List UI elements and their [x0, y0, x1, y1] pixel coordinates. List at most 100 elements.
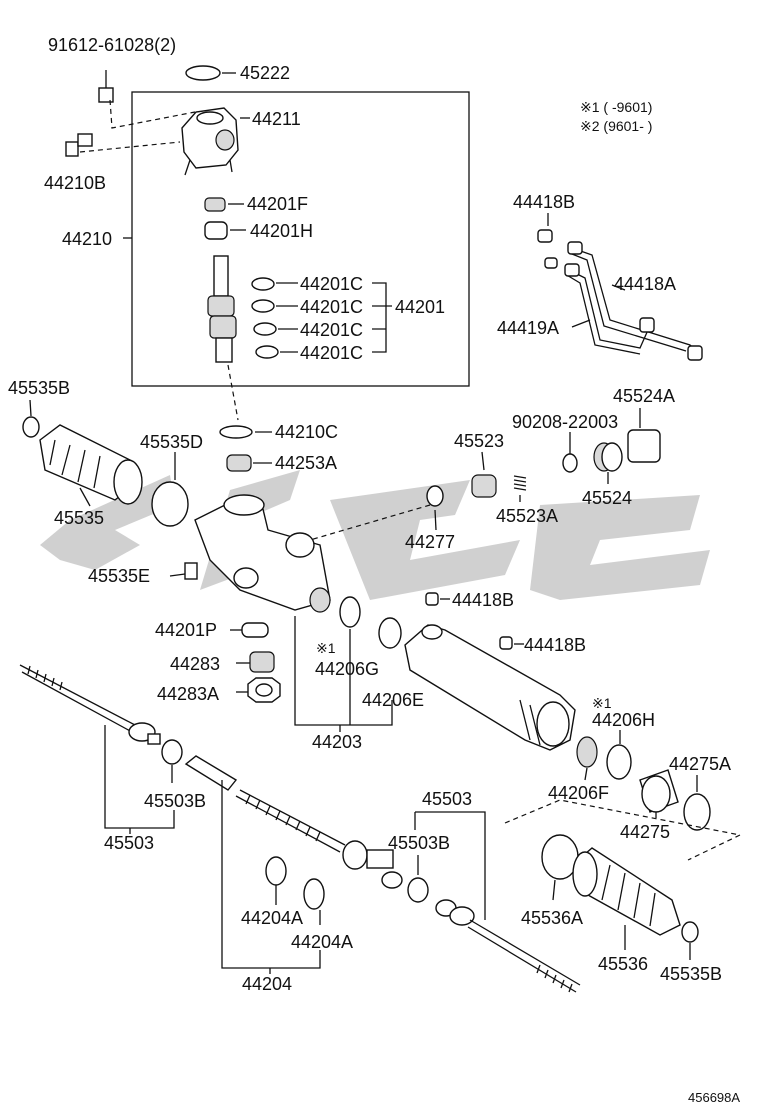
yoke-45523-part: [471, 474, 497, 498]
label-44277: 44277: [405, 532, 455, 552]
label-44275: 44275: [620, 822, 670, 842]
nut-44283A-part: [247, 677, 281, 703]
seal-44206G-part: [339, 596, 361, 628]
label-45222: 45222: [240, 63, 290, 83]
seal-44204A-1-part: [265, 856, 287, 886]
label-44283: 44283: [170, 654, 220, 674]
label-44201C-2: 44201C: [300, 297, 363, 317]
nut-45503B-right-part: [407, 877, 429, 903]
label-45535B-right: 45535B: [660, 964, 722, 984]
note-line-1: ※1 ( -9601): [580, 99, 652, 115]
label-44204A-1: 44204A: [241, 908, 303, 928]
oring-44210C-part: [219, 425, 253, 439]
boot-45535-part: [39, 424, 143, 505]
label-44203: 44203: [312, 732, 362, 752]
label-44210: 44210: [62, 229, 112, 249]
label-44206G: 44206G: [315, 659, 379, 679]
seal-44201C-parts: [251, 277, 279, 359]
label-90208: 90208-22003: [512, 412, 618, 432]
bearing-44253A-part: [226, 454, 252, 472]
label-45536A: 45536A: [521, 908, 583, 928]
tie-rod-45503-right-part: [435, 899, 581, 993]
label-44201C-4: 44201C: [300, 343, 363, 363]
label-45503B-left: 45503B: [144, 791, 206, 811]
label-45535: 45535: [54, 508, 104, 528]
seal-44206E-part: [378, 617, 402, 649]
label-44253A: 44253A: [275, 453, 337, 473]
label-45535B-left: 45535B: [8, 378, 70, 398]
fitting-44418B-low-part: [499, 636, 513, 650]
label-44206H: 44206H: [592, 710, 655, 730]
label-44201C-3: 44201C: [300, 320, 363, 340]
boot-45536-part: [572, 847, 681, 936]
rack-housing-center-part: [194, 494, 331, 613]
label-44210C: 44210C: [275, 422, 338, 442]
label-note-mark-44206H: ※1: [592, 695, 612, 711]
label-45503-right: 45503: [422, 789, 472, 809]
clamp-45535B-left-part: [22, 416, 40, 438]
label-44206F: 44206F: [548, 783, 609, 803]
label-44283A: 44283A: [157, 684, 219, 704]
label-44201P: 44201P: [155, 620, 217, 640]
bolt-44210B-part: [65, 133, 93, 157]
label-45536: 45536: [598, 954, 648, 974]
label-44206E: 44206E: [362, 690, 424, 710]
cap-45222-part: [185, 65, 221, 81]
ring-44201F-part: [204, 197, 226, 212]
nut-45503B-left-part: [161, 739, 183, 765]
label-45523: 45523: [454, 431, 504, 451]
diagram-reference-code: 456698A: [688, 1090, 740, 1105]
seal-44204A-2-part: [303, 878, 325, 910]
clamp-45535D-part: [151, 481, 189, 527]
label-45503B-right: 45503B: [388, 833, 450, 853]
label-44201C-1: 44201C: [300, 274, 363, 294]
label-44419A: 44419A: [497, 318, 559, 338]
bolt-91612-part: [98, 70, 114, 103]
label-44210B: 44210B: [44, 173, 106, 193]
ring-44275A-part: [683, 793, 711, 831]
seal-44201P-part: [241, 622, 269, 638]
label-45524: 45524: [582, 488, 632, 508]
fitting-44418B-right-part: [425, 592, 439, 606]
label-45524A: 45524A: [613, 386, 675, 406]
label-44204: 44204: [242, 974, 292, 994]
label-44201: 44201: [395, 297, 445, 317]
label-44418B-low: 44418B: [524, 635, 586, 655]
label-44204A-2: 44204A: [291, 932, 353, 952]
label-44418B-right: 44418B: [452, 590, 514, 610]
note-line-2: ※2 (9601- ): [580, 118, 652, 134]
valve-body-44211-part: [181, 107, 239, 176]
label-45503-left: 45503: [104, 833, 154, 853]
spring-45523A-part: [513, 475, 527, 491]
bushing-44283-part: [249, 651, 275, 673]
label-45523A: 45523A: [496, 506, 558, 526]
washer-90208-part: [562, 453, 578, 473]
pipe-44419A-part: [564, 241, 703, 361]
bolt-45535E-part: [184, 562, 198, 580]
bushing-44275-part: [639, 769, 679, 813]
label-44201H: 44201H: [250, 221, 313, 241]
plug-45524-part: [593, 442, 623, 472]
seal-44206F-part: [576, 736, 598, 768]
label-44418B-top: 44418B: [513, 192, 575, 212]
fitting-44418B-top-part: [537, 229, 553, 243]
cap-45524A-part: [627, 429, 661, 463]
assembly-box-44210: [131, 91, 470, 387]
label-44418A: 44418A: [614, 274, 676, 294]
fitting-44418B-mid-part: [544, 257, 558, 269]
plug-44277-part: [426, 485, 444, 507]
label-45535D: 45535D: [140, 432, 203, 452]
label-45535E: 45535E: [88, 566, 150, 586]
pinion-shaft-part: [207, 255, 237, 363]
seal-44206H-part: [606, 744, 632, 780]
tie-rod-45503-left-part: [19, 664, 161, 745]
clamp-45535B-right-part: [681, 921, 699, 943]
rack-bar-44204-part: [184, 755, 403, 889]
label-44275A: 44275A: [669, 754, 731, 774]
label-91612: 91612-61028(2): [48, 35, 176, 55]
label-44211: 44211: [252, 109, 301, 129]
label-44201F: 44201F: [247, 194, 308, 214]
cylinder-housing-part: [404, 624, 576, 751]
label-note-mark-44206G: ※1: [316, 640, 336, 656]
